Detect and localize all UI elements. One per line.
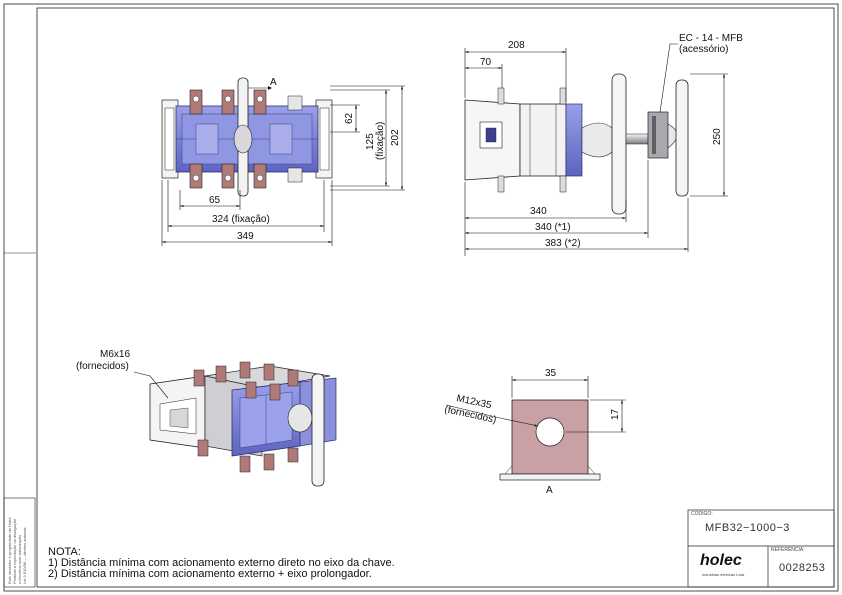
sheet-border-inner [36, 7, 835, 588]
dim-62-label: 62 [344, 112, 355, 124]
notes-line-2: 2) Distância mínima com acionamento exte… [48, 568, 372, 580]
detail-a-dimensions [445, 376, 626, 433]
iso-view [133, 361, 337, 487]
dim-35-label: 35 [545, 368, 557, 379]
title-block [687, 509, 835, 588]
dim-17-label: 17 [610, 408, 621, 420]
ref-field-value: 0028253 [779, 562, 826, 574]
dim-202-label: 202 [390, 129, 401, 146]
dim-65-label: 65 [209, 195, 221, 206]
notes-line-1: 1) Distância mínima com acionamento exte… [48, 557, 395, 569]
dim-125-label: 125 [365, 133, 376, 150]
company-logo: holec [700, 552, 742, 569]
marker-a-label: A [270, 77, 277, 88]
side-view [464, 43, 689, 215]
top-view-dimensions [161, 85, 405, 246]
detail-a-view-label: A [546, 485, 553, 496]
ref-field-label: REFERÊNCIA: [771, 547, 805, 553]
code-field-value: MFB32−1000−3 [705, 522, 790, 534]
dim-340-1-label: 340 (*1) [535, 222, 571, 233]
company-logo-subtitle: industrias eletricas Ltda. [702, 572, 746, 577]
detail-a [499, 399, 601, 481]
code-field-label: CÓDIGO: [691, 511, 713, 517]
side-view-dimensions [464, 48, 728, 256]
top-view [161, 77, 333, 197]
dim-340-label: 340 [530, 206, 547, 217]
dim-70-label: 70 [480, 57, 492, 68]
notes-heading: NOTA: [48, 546, 81, 558]
dim-125-note: (fixação) [375, 122, 386, 160]
accessory-note-label: (acessório) [679, 44, 728, 55]
side-notice-text: Este desenho é propriedade da Holec Proi… [7, 517, 27, 584]
side-notice-box [3, 497, 36, 588]
side-notice-line-4: Lei 9.610/98 — direitos autorais [22, 527, 27, 584]
screw-label: M6x16 [100, 349, 130, 360]
screw-note: (fornecidos) [76, 361, 129, 372]
dim-208-label: 208 [508, 40, 525, 51]
dim-349-label: 349 [237, 231, 254, 242]
dim-324-label: 324 (fixação) [212, 214, 270, 225]
dim-383-2-label: 383 (*2) [545, 238, 581, 249]
dim-250-label: 250 [712, 128, 723, 145]
accessory-code-label: EC - 14 - MFB [679, 33, 743, 44]
sheet-border-outer [3, 3, 839, 592]
